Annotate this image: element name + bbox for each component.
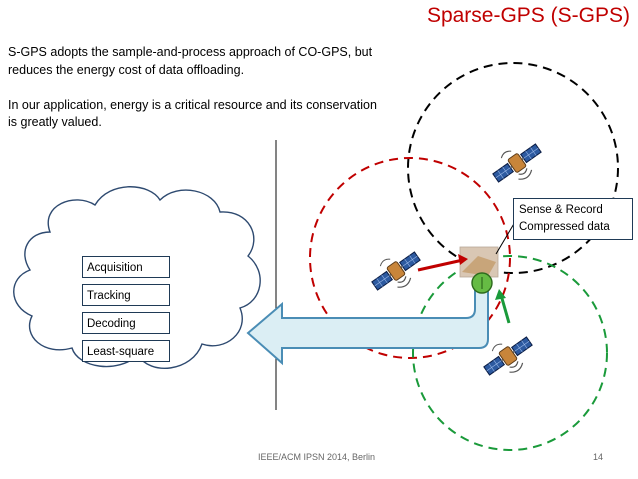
satellite-range-green bbox=[412, 255, 608, 451]
signal-arrow-red bbox=[417, 258, 464, 272]
step-acquisition: Acquisition bbox=[82, 256, 170, 278]
callout-line bbox=[495, 221, 516, 255]
offload-arrow bbox=[246, 290, 489, 366]
signal-arrowhead-red bbox=[458, 254, 468, 265]
sense-line-1: Sense & Record bbox=[519, 204, 603, 216]
signal-arrowhead-green bbox=[495, 289, 506, 300]
paragraph-1: S-GPS adopts the sample-and-process appr… bbox=[8, 45, 373, 77]
satellite-icon bbox=[365, 242, 429, 301]
description-text: S-GPS adopts the sample-and-process appr… bbox=[8, 44, 388, 132]
satellite-range-black bbox=[407, 62, 619, 274]
satellite-range-red bbox=[309, 157, 511, 359]
step-tracking: Tracking bbox=[82, 284, 170, 306]
sense-line-2: Compressed data bbox=[519, 221, 610, 233]
step-least-square: Least-square bbox=[82, 340, 170, 362]
signal-arrow-green bbox=[499, 294, 511, 324]
gps-receiver-icon bbox=[459, 246, 499, 294]
sense-record-box: Sense & Record Compressed data bbox=[513, 198, 633, 240]
paragraph-2: In our application, energy is a critical… bbox=[8, 97, 377, 130]
footer-venue: IEEE/ACM IPSN 2014, Berlin bbox=[258, 452, 376, 462]
slide-title: Sparse-GPS (S-GPS) bbox=[426, 4, 630, 27]
step-decoding: Decoding bbox=[82, 312, 170, 334]
satellite-icon bbox=[486, 134, 550, 193]
page-number: 14 bbox=[593, 452, 604, 462]
